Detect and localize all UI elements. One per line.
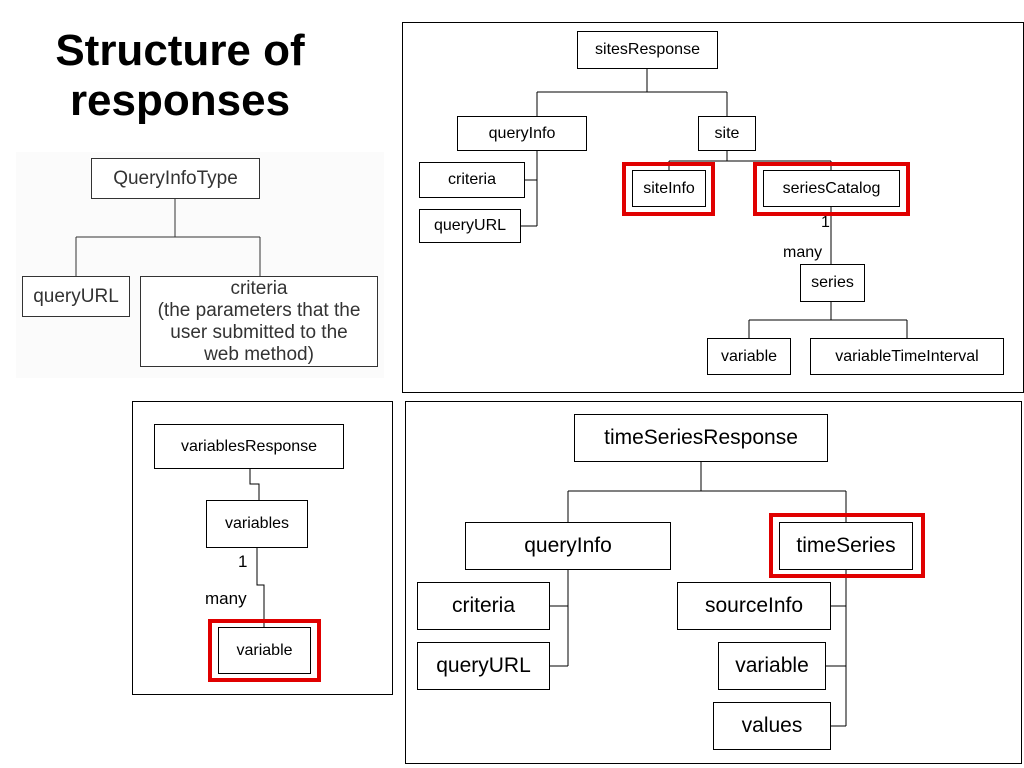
vr-cardinality-many: many [205, 589, 247, 608]
vr-cardinality-one: 1 [238, 552, 248, 571]
sr-seriescatalog-node: seriesCatalog [763, 170, 900, 207]
qit-criteria-desc-1: (the parameters that the [157, 299, 361, 321]
tsr-queryinfo-node: queryInfo [465, 522, 671, 570]
tsr-criteria-node: criteria [417, 582, 550, 630]
sr-site-node: site [698, 116, 756, 151]
vr-variable-node: variable [218, 627, 311, 674]
vr-link-variables [256, 548, 265, 627]
sr-criteria-node: criteria [419, 162, 525, 198]
sr-vti-node: variableTimeInterval [810, 338, 1004, 375]
tsr-root-node: timeSeriesResponse [574, 414, 828, 462]
qit-criteria-desc-3: web method) [204, 343, 314, 365]
page-title: Structure of responses [20, 26, 340, 126]
qit-criteria-label: criteria [230, 277, 288, 299]
sr-siteinfo-highlight [622, 162, 715, 216]
tsr-timeseries-highlight [769, 513, 925, 578]
vr-link-root [249, 469, 260, 500]
sr-cardinality-one: 1 [821, 214, 830, 231]
title-line-2: responses [69, 76, 291, 125]
sr-siteinfo-node: siteInfo [632, 170, 706, 207]
tsr-values-node: values [713, 702, 831, 750]
vr-variable-highlight [208, 619, 321, 682]
tsr-queryurl-node: queryURL [417, 642, 550, 690]
qit-queryurl-node: queryURL [22, 276, 130, 317]
sr-variable-node: variable [707, 338, 791, 375]
vr-variables-node: variables [206, 500, 308, 548]
tsr-sourceinfo-node: sourceInfo [677, 582, 831, 630]
tsr-timeseries-node: timeSeries [779, 522, 913, 570]
sr-series-node: series [800, 264, 865, 302]
vr-root-node: variablesResponse [154, 424, 344, 469]
sr-queryurl-node: queryURL [419, 209, 521, 243]
time-series-response-frame [405, 401, 1022, 764]
sr-cardinality-many: many [783, 244, 823, 261]
sr-root-node: sitesResponse [577, 31, 718, 69]
sr-queryinfo-node: queryInfo [457, 116, 587, 151]
qit-criteria-desc-2: user submitted to the [170, 321, 348, 343]
sr-seriescatalog-highlight [753, 162, 910, 216]
variables-response-frame [132, 401, 393, 695]
qit-criteria-node: criteria (the parameters that the user s… [140, 276, 378, 367]
tsr-variable-node: variable [718, 642, 826, 690]
title-line-1: Structure of [55, 26, 305, 75]
qit-root-node: QueryInfoType [91, 158, 260, 199]
